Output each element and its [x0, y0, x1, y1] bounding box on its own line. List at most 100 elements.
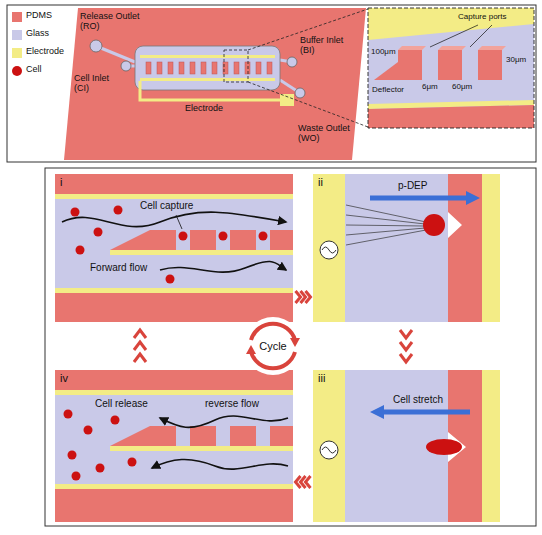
- deflector: [110, 230, 150, 250]
- pillar: [230, 426, 256, 446]
- legend-swatch: [12, 30, 22, 40]
- part-label: Release Outlet (RO): [80, 12, 152, 32]
- pillar: [150, 230, 176, 250]
- deflector: [374, 62, 398, 80]
- stretch-scene: [313, 370, 500, 522]
- cell: [71, 208, 80, 217]
- legend-label: PDMS: [26, 11, 52, 21]
- force-arrow: [382, 410, 470, 415]
- stage-panel: iip-DEP: [313, 174, 500, 322]
- cycle-arrow: [251, 352, 295, 368]
- pdms-wall: [55, 174, 293, 194]
- cell: [423, 214, 445, 236]
- port: [295, 88, 305, 98]
- stage-label: Cell stretch: [393, 394, 443, 405]
- cells: [64, 410, 137, 481]
- cell: [219, 232, 228, 241]
- trap: [267, 62, 272, 74]
- trap: [201, 62, 206, 74]
- trap: [223, 62, 228, 74]
- trap: [179, 62, 184, 74]
- trap: [245, 62, 250, 74]
- field-lines: [346, 205, 426, 245]
- stage-numeral: ii: [318, 176, 323, 188]
- cell: [76, 246, 85, 255]
- pillar: [438, 50, 462, 80]
- step-chevrons: [296, 291, 311, 303]
- legend-swatch: [12, 48, 22, 58]
- force-arrow: [370, 196, 468, 201]
- pillar-top: [398, 46, 426, 50]
- force-arrow-head: [466, 191, 480, 205]
- part-label: 6μm: [422, 83, 438, 92]
- trap: [190, 62, 195, 74]
- glass: [55, 174, 293, 322]
- cell: [96, 464, 105, 473]
- chip: [64, 8, 368, 160]
- stage-numeral: iv: [60, 372, 68, 384]
- inset-frame: [368, 8, 534, 128]
- trap: [168, 62, 173, 74]
- pillar-top: [438, 46, 466, 50]
- electrode: [110, 446, 293, 451]
- cell: [166, 275, 175, 284]
- leader-line: [430, 25, 478, 47]
- part-label: Capture ports: [458, 13, 506, 22]
- stage-label: Cell capture: [140, 200, 193, 211]
- zoom-line: [248, 82, 368, 127]
- pillar-top: [478, 46, 506, 50]
- trap: [212, 62, 217, 74]
- stage-panel: iCell captureForward flow: [55, 174, 293, 322]
- ac-source: [320, 241, 338, 259]
- pillar: [398, 50, 422, 80]
- glass: [55, 370, 293, 522]
- pdms-wall: [55, 489, 293, 522]
- field-line: [346, 230, 426, 245]
- pdms-slab: [64, 8, 366, 160]
- electrode-lead: [140, 81, 282, 100]
- pillar: [230, 230, 256, 250]
- cell: [259, 232, 268, 241]
- step-chevrons: [134, 330, 146, 362]
- part-label: 100μm: [371, 48, 396, 57]
- electrode: [313, 370, 345, 522]
- stage-numeral: iii: [318, 372, 325, 384]
- trap: [146, 62, 151, 74]
- part-label: Deflector: [372, 86, 404, 95]
- electrode: [55, 390, 293, 395]
- cell: [72, 472, 81, 481]
- electrode: [55, 194, 293, 199]
- cycle-arrow: [251, 324, 295, 340]
- pdms-wall: [55, 370, 293, 390]
- field-line: [346, 225, 424, 226]
- part-label: Cell Inlet (CI): [74, 74, 118, 94]
- port: [121, 61, 131, 71]
- chamber: [135, 46, 280, 90]
- ac-wave: [322, 447, 336, 453]
- trap-row: [146, 62, 272, 74]
- part-label: 30μm: [506, 56, 526, 65]
- electrode-strip: [140, 78, 275, 81]
- pillar: [150, 426, 176, 446]
- step-chevrons: [400, 330, 412, 362]
- cell: [111, 416, 120, 425]
- pillar: [478, 50, 502, 80]
- flow-arrow: [160, 416, 288, 427]
- port: [90, 40, 102, 52]
- inset-ground: [368, 8, 534, 128]
- cell: [94, 228, 103, 237]
- trap: [256, 62, 261, 74]
- legend-swatch: [12, 12, 22, 22]
- flow-arrow: [152, 459, 288, 469]
- legend-swatch: [12, 66, 22, 76]
- stage-numeral: i: [60, 176, 62, 188]
- cell: [114, 206, 123, 215]
- trap: [157, 62, 162, 74]
- panel-frame: [7, 5, 536, 162]
- cell: [128, 458, 137, 467]
- pillar: [270, 426, 293, 446]
- electrode: [482, 174, 500, 322]
- zoom-inset: [368, 8, 534, 128]
